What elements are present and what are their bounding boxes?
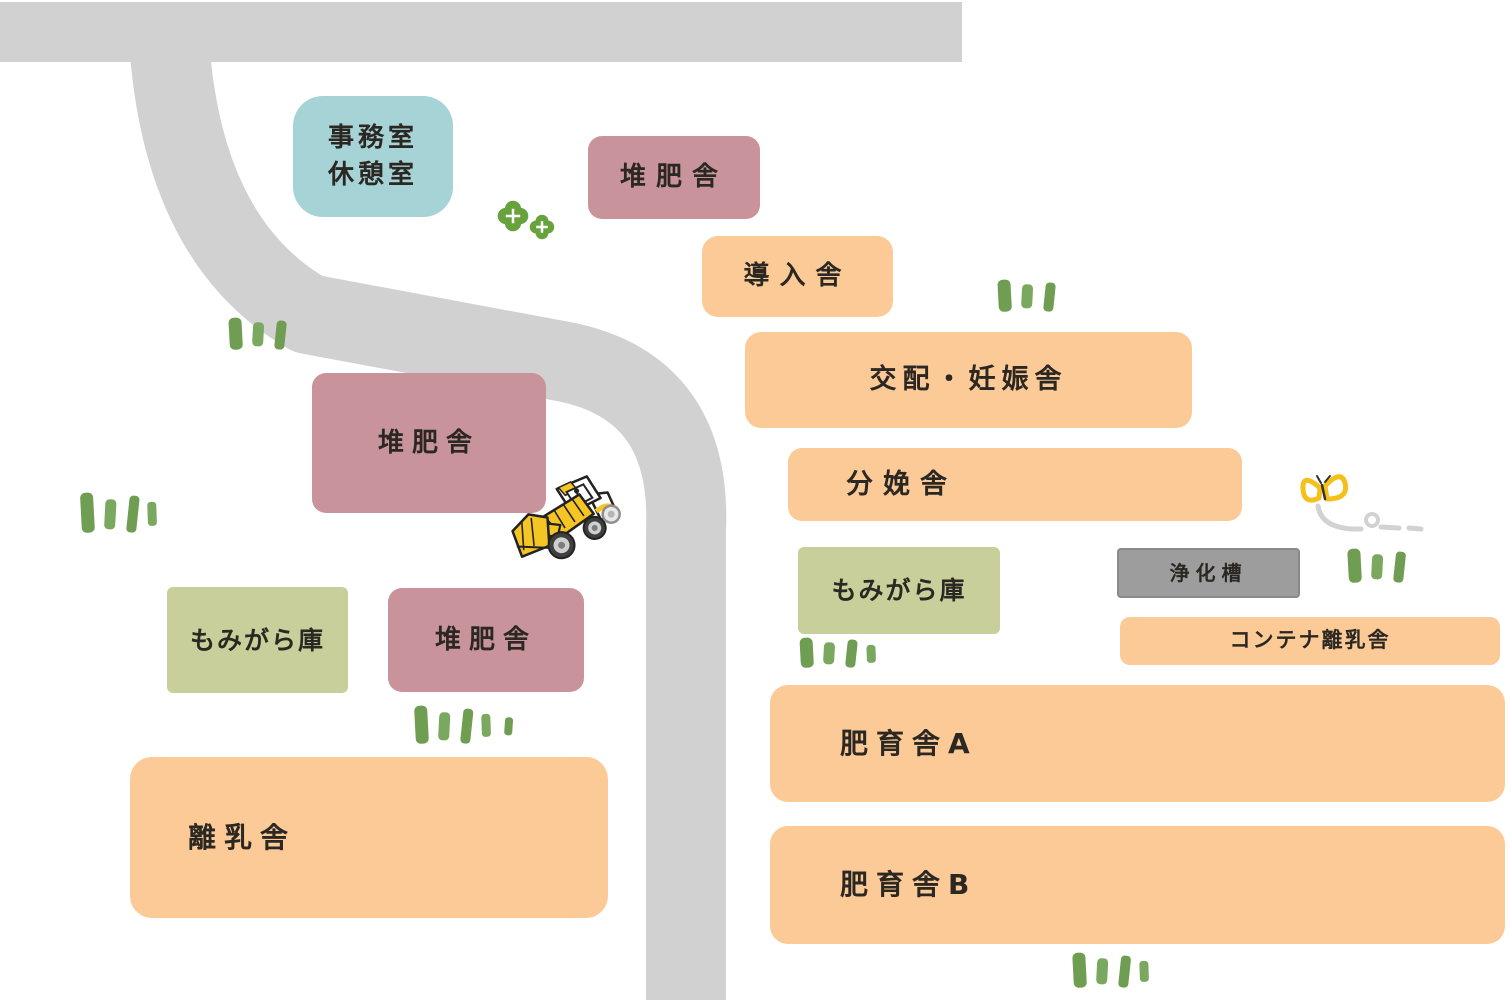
building-office-restroom: 事務室 休憩室: [293, 96, 453, 217]
grass-tuft: [1347, 548, 1406, 583]
grass-decorations: [80, 200, 1406, 988]
wheel-loader-icon: [511, 475, 621, 560]
building-fattening-b: 肥育舎B: [770, 826, 1505, 944]
clover-icon: [529, 214, 555, 240]
grass-tuft: [1072, 952, 1149, 988]
clover-icon: [497, 200, 529, 232]
building-compost-west: 堆肥舎: [388, 588, 584, 692]
building-weaning: 離乳舎: [130, 757, 608, 918]
building-rice-husk-east: もみがら庫: [798, 547, 1000, 634]
road-network: [0, 2, 962, 1000]
building-introduction: 導入舎: [702, 236, 893, 317]
building-mating-pregnancy: 交配・妊娠舎: [745, 332, 1192, 428]
butterfly-icon: [1300, 474, 1349, 503]
grass-tuft: [414, 705, 514, 744]
grass-tuft: [997, 279, 1056, 312]
grass-tuft: [80, 492, 157, 533]
building-compost-north: 堆肥舎: [588, 136, 760, 219]
butterfly-trail: [1315, 503, 1424, 532]
building-compost-mid: 堆肥舎: [312, 373, 546, 513]
building-septic-tank: 浄化槽: [1117, 548, 1300, 598]
grass-tuft: [799, 637, 876, 668]
road-curve: [128, 18, 727, 1000]
building-container-weaning: コンテナ離乳舎: [1120, 617, 1500, 665]
building-farrowing: 分娩舎: [788, 448, 1242, 521]
grass-tuft: [228, 317, 287, 350]
building-rice-husk-west: もみがら庫: [167, 587, 348, 693]
building-fattening-a: 肥育舎A: [770, 685, 1505, 802]
